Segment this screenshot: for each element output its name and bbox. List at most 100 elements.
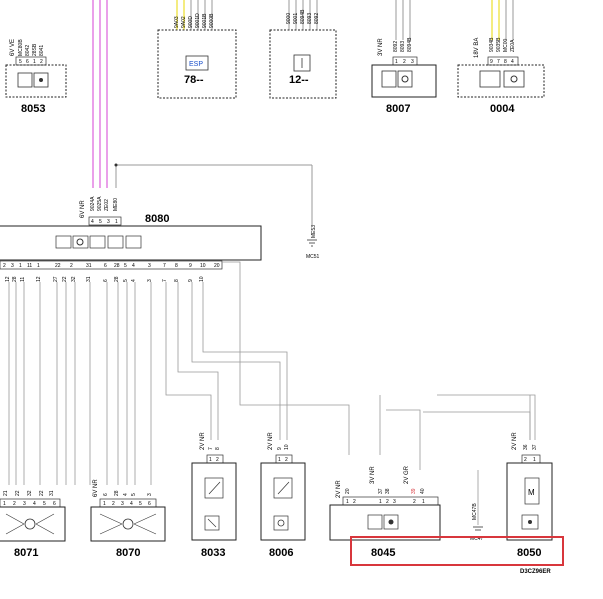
svg-text:7: 7 <box>163 263 166 269</box>
component-8053: 6V VE MC80B 8042 28SB 8041 5 6 1 2 8053 <box>5 39 67 115</box>
svg-text:22: 22 <box>15 490 21 496</box>
svg-text:3: 3 <box>147 493 153 496</box>
c8033-id: 8033 <box>201 547 225 559</box>
c8045-id: 8045 <box>371 547 395 559</box>
svg-text:9001D: 9001D <box>195 13 201 28</box>
svg-text:ZE02: ZE02 <box>104 199 110 211</box>
svg-text:1: 1 <box>115 219 118 225</box>
component-8045: 2V NR 3V NR 2V GR 20 37 38 39 40 1 2 1 2… <box>329 465 441 559</box>
svg-text:22: 22 <box>55 263 61 269</box>
svg-text:18V BA: 18V BA <box>474 38 480 58</box>
svg-text:2: 2 <box>285 457 288 463</box>
svg-text:4: 4 <box>123 493 129 496</box>
svg-text:12: 12 <box>5 276 11 282</box>
svg-text:37: 37 <box>378 488 384 494</box>
c8071-id: 8071 <box>14 547 38 559</box>
svg-text:1: 1 <box>33 59 36 65</box>
svg-text:900D: 900D <box>188 16 194 28</box>
svg-text:3: 3 <box>23 501 26 507</box>
svg-text:3V NR: 3V NR <box>378 38 384 56</box>
svg-text:9034B: 9034B <box>489 37 495 52</box>
svg-text:28: 28 <box>12 276 18 282</box>
component-78: 9A03 9A02 900D 9001D 9001B 9000B ESP 78-… <box>157 13 237 99</box>
svg-text:22: 22 <box>62 276 68 282</box>
svg-text:9: 9 <box>490 59 493 65</box>
svg-text:5: 5 <box>131 493 137 496</box>
svg-text:7: 7 <box>497 59 500 65</box>
svg-text:1: 1 <box>379 499 382 505</box>
svg-text:2: 2 <box>40 59 43 65</box>
svg-text:11: 11 <box>20 277 26 282</box>
highlight-box <box>350 536 564 566</box>
svg-text:2: 2 <box>3 263 6 269</box>
svg-text:10: 10 <box>199 276 205 282</box>
svg-text:2V NR: 2V NR <box>268 432 274 450</box>
svg-text:ZE0A: ZE0A <box>510 39 516 52</box>
svg-text:5: 5 <box>19 59 22 65</box>
lower-wires <box>8 261 536 525</box>
svg-text:1: 1 <box>395 59 398 65</box>
diagram-code: D3CZ96ER <box>520 569 551 575</box>
svg-text:1: 1 <box>278 457 281 463</box>
svg-text:4: 4 <box>33 501 36 507</box>
c8053-wire: 8042 <box>25 45 31 56</box>
svg-text:8094B: 8094B <box>300 9 306 24</box>
svg-text:3: 3 <box>148 263 151 269</box>
svg-text:32: 32 <box>71 276 77 282</box>
svg-text:3V NR: 3V NR <box>370 466 376 484</box>
component-8006: 2V NR 9 10 1 2 8006 <box>260 432 306 559</box>
svg-text:32: 32 <box>27 490 33 496</box>
svg-text:8093: 8093 <box>400 41 406 52</box>
svg-text:21: 21 <box>3 490 9 496</box>
svg-text:9: 9 <box>188 279 194 282</box>
svg-text:4: 4 <box>91 219 94 225</box>
svg-text:20: 20 <box>214 263 220 269</box>
component-8080: 6V NR 9024A 9025A ZE02 ME80 4 5 3 1 8080… <box>0 196 262 282</box>
svg-text:7: 7 <box>162 279 168 282</box>
svg-text:3: 3 <box>11 263 14 269</box>
svg-text:3: 3 <box>147 279 153 282</box>
svg-text:6: 6 <box>103 279 109 282</box>
svg-text:2: 2 <box>216 457 219 463</box>
svg-text:6: 6 <box>104 263 107 269</box>
svg-text:1: 1 <box>533 457 536 463</box>
svg-text:9001: 9001 <box>293 13 299 24</box>
svg-text:9035B: 9035B <box>496 37 502 52</box>
component-8007: 3V NR 8092 8093 8094B 1 2 3 8007 <box>371 37 437 115</box>
svg-text:2V NR: 2V NR <box>512 432 518 450</box>
svg-text:31: 31 <box>86 263 92 269</box>
svg-text:MC47: MC47 <box>470 536 484 542</box>
svg-text:9A02: 9A02 <box>181 16 187 28</box>
c12-id: 12-- <box>289 74 309 86</box>
svg-text:MC47B: MC47B <box>472 503 478 520</box>
svg-text:2: 2 <box>524 457 527 463</box>
svg-text:10: 10 <box>284 444 290 450</box>
svg-text:1: 1 <box>3 501 6 507</box>
svg-text:4: 4 <box>131 279 137 282</box>
svg-text:3: 3 <box>411 59 414 65</box>
svg-text:8: 8 <box>215 447 221 450</box>
svg-text:3: 3 <box>107 219 110 225</box>
svg-text:11: 11 <box>27 263 32 269</box>
svg-text:39: 39 <box>411 488 417 494</box>
component-8070: 6V NR 6 28 4 5 3 1 2 3 4 5 6 8070 <box>90 479 166 559</box>
svg-text:5: 5 <box>99 219 102 225</box>
svg-text:2: 2 <box>13 501 16 507</box>
svg-text:22: 22 <box>39 490 45 496</box>
c8053-wire: 28SB <box>32 43 38 56</box>
svg-text:2: 2 <box>70 263 73 269</box>
svg-text:8: 8 <box>175 263 178 269</box>
svg-text:31: 31 <box>49 490 55 496</box>
svg-text:4: 4 <box>130 501 133 507</box>
svg-text:2: 2 <box>112 501 115 507</box>
c8050-id: 8050 <box>517 547 541 559</box>
component-8050: 2V NR 36 37 2 1 M 8050 <box>506 432 553 559</box>
esp-label: ESP <box>189 61 203 68</box>
svg-text:8092: 8092 <box>393 41 399 52</box>
svg-text:1: 1 <box>19 263 22 269</box>
svg-text:8: 8 <box>174 279 180 282</box>
svg-text:9: 9 <box>189 263 192 269</box>
svg-text:8092: 8092 <box>314 13 320 24</box>
svg-text:8: 8 <box>504 59 507 65</box>
svg-text:9000: 9000 <box>286 13 292 24</box>
